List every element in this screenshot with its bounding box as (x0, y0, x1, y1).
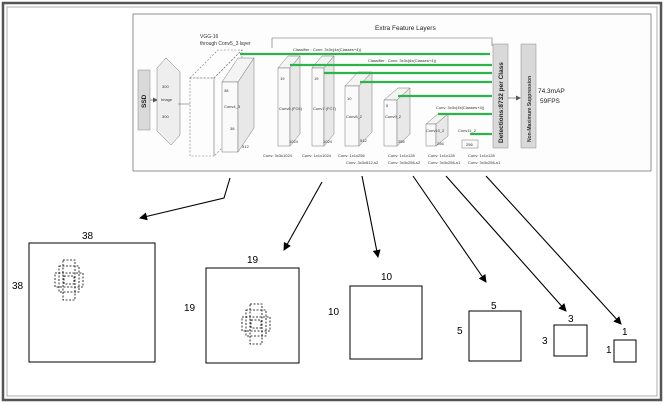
svg-text:Conv6 (FC6): Conv6 (FC6) (279, 106, 303, 111)
grid-10-side-label: 10 (328, 307, 340, 318)
classifier-label-1: Classifier : Conv: 3x3x(4x(Classes+4)) (293, 47, 362, 52)
conv-label-r1-2: Conv: 1x1x1024 (302, 153, 332, 158)
conv9-2-slab: Conv9_2 5 256 (383, 87, 411, 147)
fps-value: 59FPS (540, 98, 561, 105)
svg-text:1024: 1024 (323, 139, 333, 144)
svg-text:1024: 1024 (289, 139, 299, 144)
ssd-label: SSD (141, 94, 148, 108)
feature-map-3: 3 3 (542, 314, 588, 357)
feature-map-19: 19 19 (184, 255, 300, 364)
grid-3-top-label: 3 (568, 314, 574, 325)
svg-text:256: 256 (437, 141, 444, 146)
classifier-label-2: Classifier : Conv: 3x3x(6x(Classes+4)) (368, 58, 437, 63)
svg-text:38: 38 (230, 126, 235, 131)
svg-text:Conv9_2: Conv9_2 (385, 114, 402, 119)
conv-label-r1-3: Conv: 1x1x256 (338, 153, 365, 158)
default-boxes-19 (241, 303, 271, 345)
svg-text:256: 256 (466, 142, 473, 147)
image-dim-2: 300 (162, 114, 169, 119)
map-value: 74.3mAP (538, 88, 565, 95)
extra-title: Extra Feature Layers (375, 25, 436, 32)
vgg-title-line1: VGG-16 (200, 34, 219, 40)
arrow-to-grid-10 (361, 175, 381, 258)
svg-text:512: 512 (242, 144, 249, 149)
svg-text:Conv11_2: Conv11_2 (458, 128, 477, 133)
conv11-2-slab: Conv11_2 256 (458, 128, 479, 149)
svg-text:256: 256 (398, 139, 405, 144)
conv-label-r2-1: Conv: 3x3x512-s2 (346, 160, 379, 165)
nms-box (520, 43, 537, 149)
arrow-to-grid-5 (412, 175, 487, 283)
detections-box (492, 43, 509, 149)
arrow-to-grid-1 (485, 175, 622, 325)
svg-text:Conv7 (FC7): Conv7 (FC7) (313, 106, 337, 111)
grid-10-top-label: 10 (381, 272, 393, 283)
conv-label-r2-3: Conv: 3x3x256-s1 (428, 160, 461, 165)
conv-label-r2-4: Conv: 3x3x256-s1 (468, 160, 501, 165)
svg-text:512: 512 (360, 138, 367, 143)
grid-19-top-label: 19 (247, 255, 259, 266)
arrow-to-grid-3 (445, 175, 567, 312)
vgg-title-line2: through Conv5_3 layer (200, 41, 251, 47)
conv4-3-slab: Conv4_3 38 38 512 (221, 57, 255, 153)
conv-label-r2-2: Conv: 3x3x256-s2 (388, 160, 421, 165)
extra-bracket (271, 37, 493, 48)
svg-text:38: 38 (224, 88, 229, 93)
conv10-2-slab: Conv10_2 256 (425, 113, 449, 147)
arrow-to-grid-19 (283, 181, 323, 251)
conv-label-r1-1: Conv: 3x3x1024 (263, 153, 293, 158)
grid-arrows (139, 175, 622, 325)
feature-map-10: 10 10 (328, 272, 423, 360)
svg-text:5: 5 (386, 103, 389, 108)
input-image-slab (156, 57, 181, 146)
feature-map-38: 38 38 (12, 231, 156, 363)
conv-label-r1-6: Conv: 1x1x128 (468, 153, 495, 158)
grid-5-side-label: 5 (457, 326, 463, 337)
feature-map-1: 1 1 (606, 327, 637, 363)
detections-label: Detections:8732 per Class (498, 62, 505, 143)
svg-text:Conv10_2: Conv10_2 (426, 128, 445, 133)
grid-38-side-label: 38 (12, 281, 24, 292)
conv-label-r1-5: Conv: 1x1x128 (428, 153, 455, 158)
conv6-slab: Conv6 (FC6) 19 1024 (277, 55, 303, 147)
image-dim-1: 300 (162, 84, 169, 89)
grid-1-top-label: 1 (622, 327, 628, 338)
arrow-to-grid-38 (139, 177, 231, 221)
conv-label-r1-4: Conv: 1x1x128 (388, 153, 415, 158)
grid-3-side-label: 3 (542, 336, 548, 347)
default-boxes-38 (54, 259, 84, 301)
grid-38-top-label: 38 (82, 231, 94, 242)
svg-text:Conv4_3: Conv4_3 (224, 104, 241, 109)
image-label: Image (161, 97, 173, 102)
svg-text:19: 19 (314, 76, 319, 81)
conv8-2-slab: Conv8_2 10 512 (344, 71, 373, 147)
nms-label: Non-Maximum Suppression (527, 76, 533, 142)
grid-19-side-label: 19 (184, 303, 196, 314)
classifier-lines (240, 52, 492, 136)
ssd-architecture-figure: SSD Image 300 300 VGG-16 through Conv5_3… (132, 13, 652, 172)
grid-1-side-label: 1 (606, 345, 612, 356)
svg-text:10: 10 (347, 96, 352, 101)
svg-text:Conv8_2: Conv8_2 (346, 114, 363, 119)
feature-map-5: 5 5 (457, 301, 522, 362)
grid-5-top-label: 5 (491, 301, 497, 312)
svg-text:19: 19 (280, 76, 285, 81)
vgg-dashed-block (189, 49, 243, 157)
classifier-label-3: Conv: 3x3x(4x(Classes+4)) (436, 105, 485, 110)
inner-frame (6, 6, 658, 397)
conv7-slab: Conv7 (FC7) 19 1024 (311, 55, 337, 147)
